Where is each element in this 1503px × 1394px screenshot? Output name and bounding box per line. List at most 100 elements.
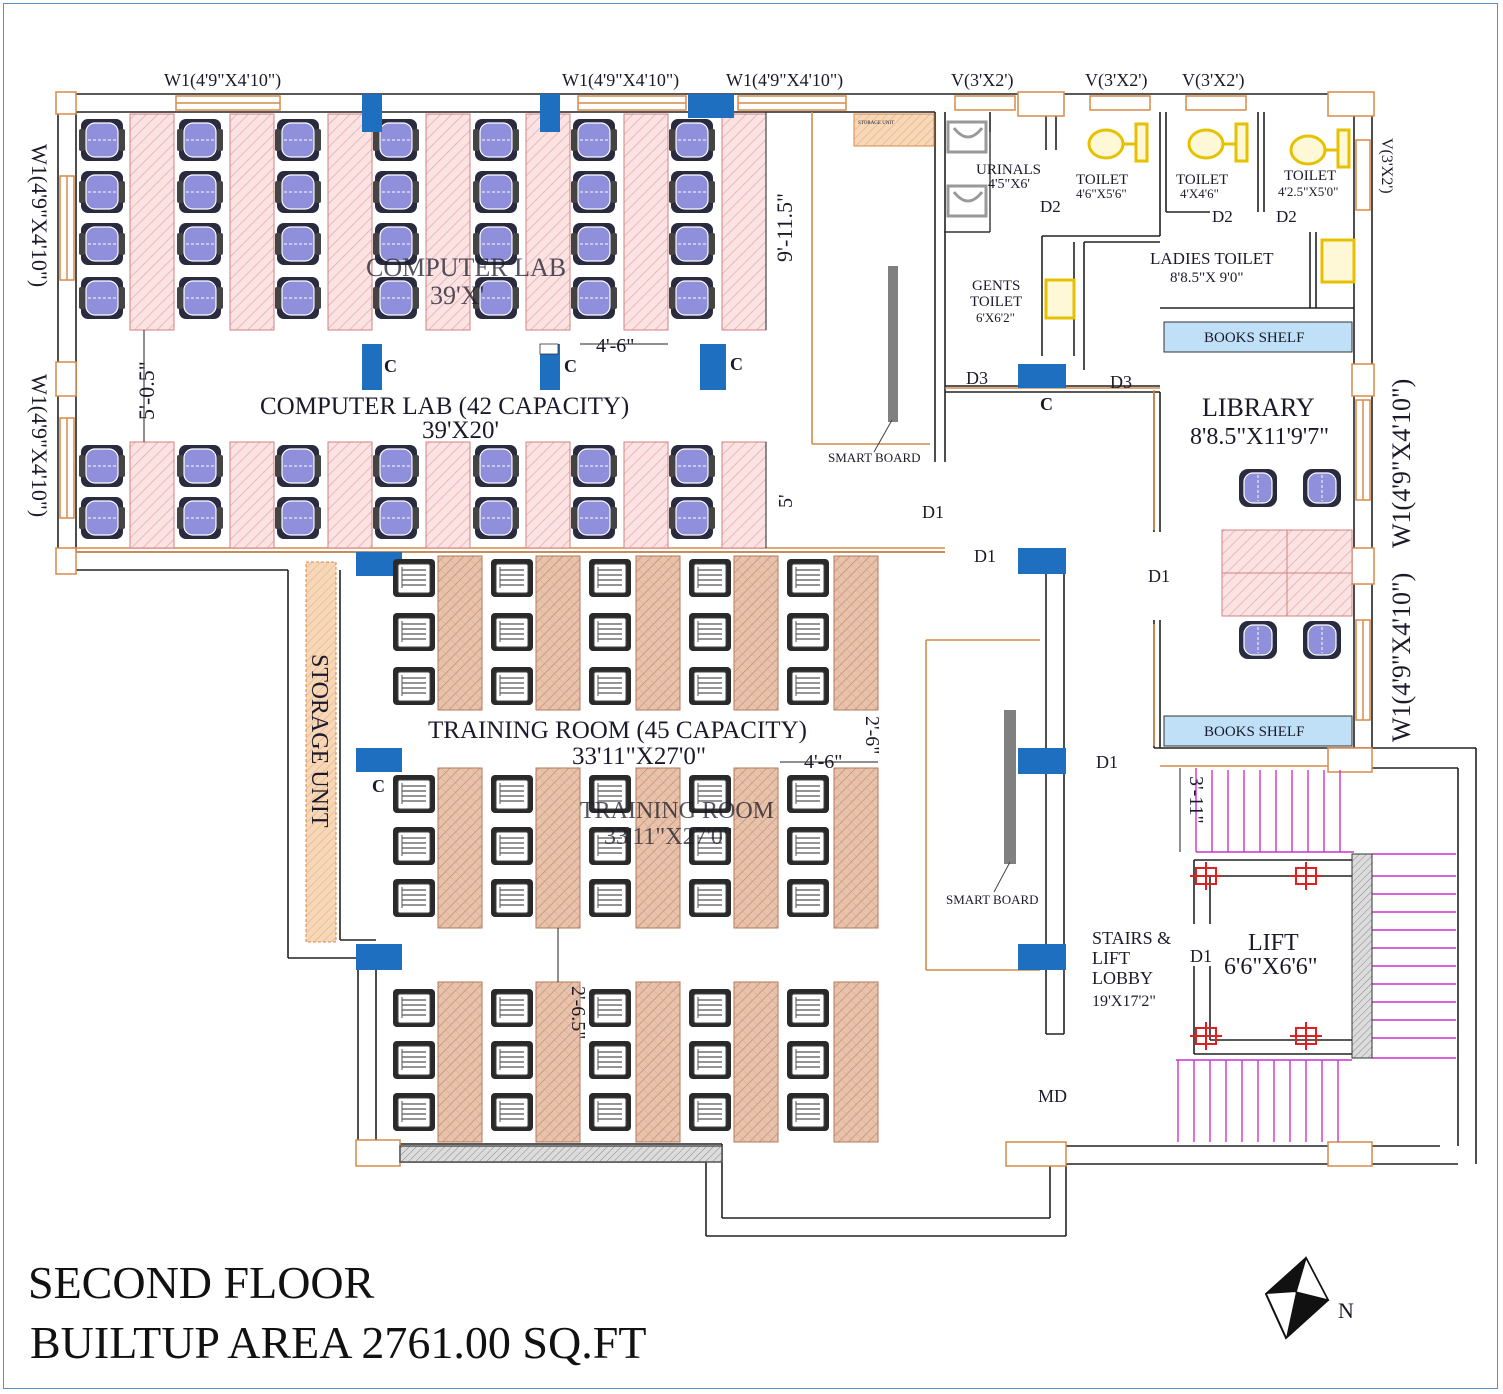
lift-title: LIFT: [1248, 930, 1299, 956]
column: [700, 344, 726, 390]
door-label: D1: [974, 546, 996, 566]
window-label: W1(4'9"X4'10"): [1387, 379, 1416, 548]
column: [540, 94, 560, 132]
window-label: W1(4'9"X4'10"): [27, 144, 52, 287]
floor-title: SECOND FLOOR: [28, 1257, 375, 1308]
partitions: [60, 111, 1354, 971]
column-label: C: [564, 356, 577, 376]
toilet-label: TOILET: [1284, 168, 1336, 184]
lobby-label: STAIRS &: [1092, 928, 1171, 948]
training-chair: [588, 878, 632, 918]
lab-dim-aisle: 5'-0.5": [134, 361, 159, 420]
training-chair: [392, 988, 436, 1028]
door-label: MD: [1038, 1086, 1067, 1106]
lab-chair: [372, 276, 420, 320]
column: [1018, 944, 1066, 970]
vent-label: V(3'X2'): [951, 70, 1013, 91]
lab-chair: [668, 118, 716, 162]
column: [1018, 748, 1066, 774]
door-label: D2: [1040, 197, 1061, 216]
lab-chair: [570, 276, 618, 320]
smart-board-bottom: [1004, 710, 1016, 864]
lab-chair: [78, 118, 126, 162]
column: [362, 94, 382, 132]
stairs: [1176, 768, 1456, 1142]
lab-dim-row: 5': [775, 494, 797, 508]
training-chair: [588, 988, 632, 1028]
training-chair: [490, 878, 534, 918]
training-ghost-name: TRAINING ROOM: [580, 798, 774, 824]
column-label: C: [1040, 394, 1053, 414]
training-chair: [490, 826, 534, 866]
training-chair: [786, 878, 830, 918]
training-chair: [392, 774, 436, 814]
training-title: TRAINING ROOM (45 CAPACITY): [428, 717, 807, 744]
door-label: D1: [1190, 946, 1212, 966]
library-size: 8'8.5"X11'9'7": [1190, 424, 1329, 450]
column: [356, 748, 402, 772]
training-chair: [786, 612, 830, 652]
lab-chair: [668, 276, 716, 320]
smart-board-label: SMART BOARD: [828, 450, 921, 465]
lab-columns: [356, 94, 734, 576]
lab-title: COMPUTER LAB (42 CAPACITY): [260, 393, 629, 420]
training-chair: [688, 558, 732, 598]
lab-chair: [274, 276, 322, 320]
training-dim-row: 2'-6": [861, 716, 883, 754]
column: [1018, 548, 1066, 574]
books-shelf-label: BOOKS SHELF: [1204, 724, 1304, 740]
training-chair: [786, 1092, 830, 1132]
training-columns: [356, 748, 402, 970]
gents-toilet-label: TOILET: [970, 294, 1022, 310]
toilet-label: TOILET: [1076, 172, 1128, 188]
training-chair: [490, 666, 534, 706]
window-label: W1(4'9"X4'10"): [1387, 573, 1416, 742]
door-label: D2: [1276, 207, 1297, 226]
smart-board-top: [888, 266, 898, 422]
column-label: C: [384, 356, 397, 376]
lab-desks-top: [129, 113, 767, 331]
column: [1018, 364, 1066, 388]
lab-chair: [472, 496, 520, 540]
column: [688, 94, 734, 118]
lab-chair: [176, 276, 224, 320]
lab-chair: [176, 444, 224, 488]
lab-chair: [372, 496, 420, 540]
training-ghost-size: 33'11"X27'0": [604, 824, 733, 850]
gents-toilet-label: GENTS: [972, 278, 1020, 294]
storage-unit-label: STORAGE UNIT: [306, 654, 332, 828]
training-chair: [688, 1040, 732, 1080]
column: [362, 344, 382, 390]
training-chair: [490, 612, 534, 652]
training-chair: [392, 558, 436, 598]
training-chair: [588, 558, 632, 598]
lab-chair: [78, 444, 126, 488]
lab-chair: [274, 118, 322, 162]
window-label: W1(4'9"X4'10"): [562, 70, 679, 91]
door-label: D2: [1212, 207, 1233, 226]
training-chair: [688, 612, 732, 652]
lift-size: 6'6"X6'6": [1224, 954, 1318, 980]
ladies-toilet-label: LADIES TOILET: [1150, 249, 1274, 268]
lab-chair: [274, 444, 322, 488]
stair-dim: 3'-11": [1185, 776, 1207, 824]
lab-chair: [274, 496, 322, 540]
training-chair: [588, 1040, 632, 1080]
corridor-columns: [1018, 548, 1066, 970]
training-chair: [786, 558, 830, 598]
lab-chair: [274, 222, 322, 266]
compass-north-label: N: [1338, 1298, 1354, 1323]
lab-chair: [472, 170, 520, 214]
lab-chair: [78, 276, 126, 320]
computer-lab: [78, 94, 767, 576]
training-chair: [392, 666, 436, 706]
windows-right: [355, 139, 1375, 1167]
training-chair: [490, 1092, 534, 1132]
training-desks: [437, 555, 879, 1143]
books-shelf-label: BOOKS SHELF: [1204, 330, 1304, 346]
lab-chair: [668, 496, 716, 540]
lab-size: 39'X20': [422, 417, 499, 444]
lab-chair: [570, 118, 618, 162]
training-dim-gap: 4'-6": [804, 751, 842, 773]
windows-top: [55, 91, 1375, 117]
